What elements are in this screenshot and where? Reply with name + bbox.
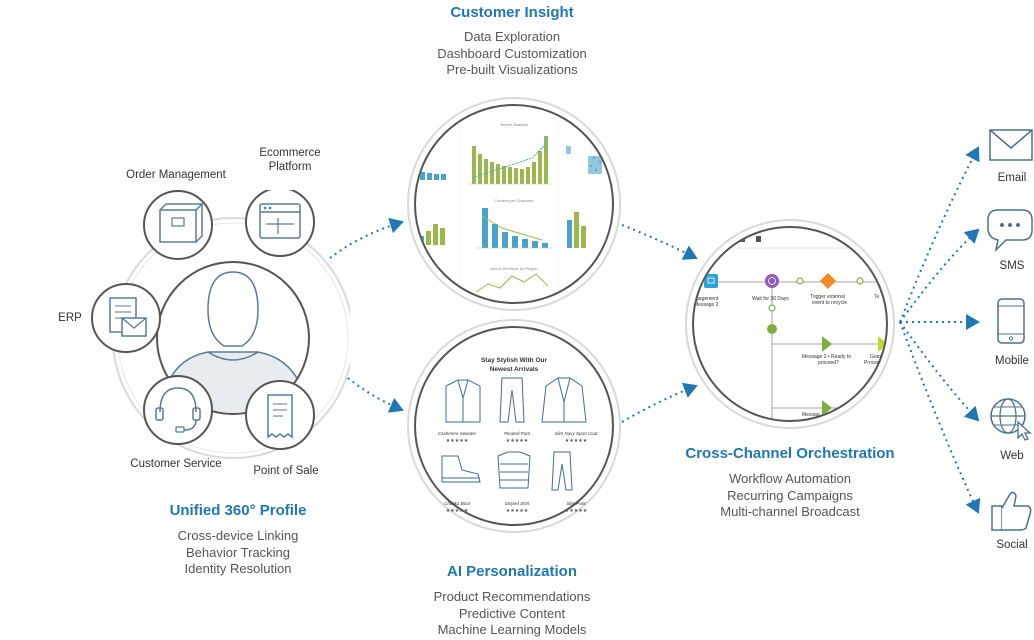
thumbs-up-icon <box>991 491 1032 531</box>
star-rating: ★★★★★ <box>564 508 588 514</box>
label-ecommerce-line1: Ecommerce <box>259 147 321 159</box>
insight-item: Data Exploration <box>463 29 561 44</box>
channel-label-email: Email <box>997 172 1027 184</box>
orchestration-item: Recurring Campaigns <box>727 487 853 503</box>
arrow-personalization-to-orchestration <box>621 382 698 423</box>
wf-node-label: Wait for 30 Days <box>752 296 789 302</box>
profile-list: Cross-device Linking Behavior Tracking I… <box>118 528 358 578</box>
insight-list: Data Exploration Dashboard Customization… <box>392 29 632 79</box>
wf-node-label: Proceed <box>864 360 883 366</box>
insight-title: Customer Insight <box>450 4 574 21</box>
star-rating: ★★★★★ <box>445 508 469 514</box>
arrow-profile-to-personalization <box>329 361 404 413</box>
wf-node-label: Message 2 • Ready to <box>802 354 851 360</box>
label-erp: ERP <box>58 312 82 324</box>
wf-node-label: Trigger external <box>810 294 845 300</box>
headset-icon <box>143 375 213 445</box>
insight-item: Dashboard Customization <box>437 45 587 61</box>
orchestration-item: Workflow Automation <box>729 471 851 486</box>
dashboard-chart-title: Tender Analysis <box>500 122 528 127</box>
mobile-phone-icon <box>997 298 1025 344</box>
personalization-list: Product Recommendations Predictive Conte… <box>392 589 632 639</box>
personalization-item: Machine Learning Models <box>437 622 587 637</box>
chat-bubble-icon <box>987 209 1033 253</box>
channel-label-mobile: Mobile <box>995 355 1029 367</box>
wf-node-label: Goto <box>870 354 881 360</box>
workflow-preview: e-engagement Message 2 Wait for 30 Days … <box>685 219 895 429</box>
star-rating: ★★★★★ <box>505 508 529 514</box>
star-rating: ★★★★★ <box>505 438 529 444</box>
channel-label-social: Social <box>996 539 1028 551</box>
product-name: Slim Pant <box>566 501 586 506</box>
channel-label-sms: SMS <box>999 260 1025 272</box>
wf-node-label: Messag <box>802 412 820 418</box>
wf-node-label: e-engagement <box>686 296 719 302</box>
wf-node-label: Message 2 <box>694 302 719 308</box>
orchestration-list: Workflow Automation Recurring Campaigns … <box>670 471 910 521</box>
profile-item: Identity Resolution <box>184 561 292 576</box>
arrow-to-email <box>899 146 980 323</box>
personalization-item: Product Recommendations <box>433 589 591 604</box>
channel-label-web: Web <box>1000 450 1024 462</box>
dashboard-preview: Tender Analysis Content per Customer <box>407 97 621 311</box>
email-heading: Stay Stylish With Our Newest Arrivals <box>444 356 584 374</box>
document-mail-icon <box>91 283 161 353</box>
receipt-icon <box>245 380 315 450</box>
arrow-to-sms <box>899 228 980 323</box>
wf-node-label: proceed? <box>818 360 839 366</box>
arrow-to-web <box>899 321 980 422</box>
wf-node-label: Te <box>874 294 880 300</box>
email-preview <box>407 319 621 533</box>
email-heading-line1: Stay Stylish With Our <box>480 357 548 364</box>
product-name: Pleated Pant <box>504 431 530 436</box>
product-name: Striped Shirt <box>504 501 530 506</box>
label-ecommerce-line2: Platform <box>268 161 312 173</box>
star-rating: ★★★★★ <box>564 438 588 444</box>
orchestration-item: Multi-channel Broadcast <box>720 504 860 519</box>
profile-item: Cross-device Linking <box>177 528 299 543</box>
label-customer-service: Customer Service <box>130 458 222 470</box>
browser-window-icon <box>245 190 315 257</box>
arrow-to-social <box>899 321 981 514</box>
personalization-title: AI Personalization <box>446 563 578 580</box>
email-icon <box>989 129 1033 161</box>
globe-cursor-icon <box>990 398 1032 441</box>
orchestration-title: Cross-Channel Orchestration <box>685 445 895 462</box>
profile-item: Behavior Tracking <box>185 544 291 560</box>
personalization-item: Predictive Content <box>458 605 566 621</box>
email-heading-line2: Newest Arrivals <box>489 366 539 373</box>
product-name: Cashmere Sweater <box>437 431 477 436</box>
product-name: Chukka Boot <box>444 501 470 506</box>
dashboard-chart-title: Arrival Revenue by Region <box>490 266 538 271</box>
insight-item: Pre-built Visualizations <box>446 62 578 77</box>
box-icon <box>143 190 213 260</box>
arrow-insight-to-orchestration <box>621 224 698 260</box>
star-rating: ★★★★★ <box>445 438 469 444</box>
arrow-profile-to-insight <box>329 217 404 259</box>
label-point-of-sale: Point of Sale <box>253 465 319 477</box>
profile-cluster <box>91 190 350 459</box>
product-name: Slim Navy Sport Coat <box>554 431 598 436</box>
label-ecommerce-platform: Ecommerce Platform <box>240 146 340 174</box>
wf-node-label: event to recycle <box>812 300 847 306</box>
label-order-management: Order Management <box>126 169 226 181</box>
dashboard-chart-title: Content per Customer <box>494 198 534 203</box>
profile-title: Unified 360° Profile <box>169 502 307 519</box>
